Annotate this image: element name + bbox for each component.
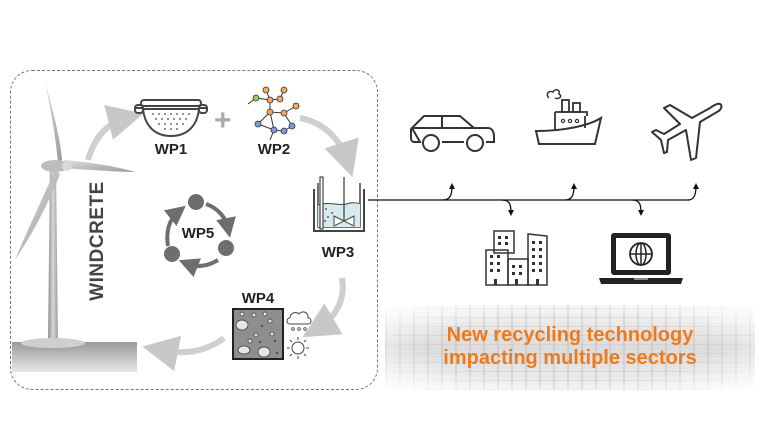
arrow-to-plane: [687, 183, 699, 201]
wp3-label: WP3: [321, 244, 355, 261]
arrow-to-buildings: [501, 199, 514, 216]
plus-sign: +: [214, 104, 232, 137]
wp1-label: WP1: [154, 141, 188, 158]
arrow-to-laptop: [631, 199, 644, 216]
reactor-tank-icon: [313, 176, 365, 232]
banner-line-2: impacting multiple sectors: [443, 347, 697, 369]
cycle-icon: [163, 194, 236, 277]
car-icon: [410, 115, 495, 152]
wp4-label: WP4: [241, 290, 275, 307]
airplane-icon: [651, 102, 723, 161]
arrow-wp3-to-wp4: [302, 277, 346, 338]
banner-text: New recycling technology impacting multi…: [385, 324, 755, 370]
wind-turbine-icon: [12, 78, 137, 372]
wp2-label: WP2: [257, 141, 291, 158]
ship-icon: [534, 89, 603, 145]
arrow-wp2-to-wp3: [299, 115, 359, 178]
concrete-weathering-icon: [232, 308, 312, 360]
arrow-to-ship: [564, 183, 577, 201]
wp5-label: WP5: [181, 225, 215, 242]
banner-line-1: New recycling technology: [446, 324, 694, 346]
circuit-board-banner: [385, 305, 755, 390]
windcrete-process-frame: [10, 70, 378, 390]
arrow-to-car: [442, 183, 455, 201]
molecule-network-icon: [247, 86, 300, 141]
arrow-wp4-to-turbine: [142, 335, 226, 372]
colander-icon: [134, 99, 208, 138]
laptop-globe-icon: [599, 233, 683, 284]
arrow-turbine-to-wp1: [85, 104, 144, 161]
buildings-icon: [485, 230, 548, 286]
